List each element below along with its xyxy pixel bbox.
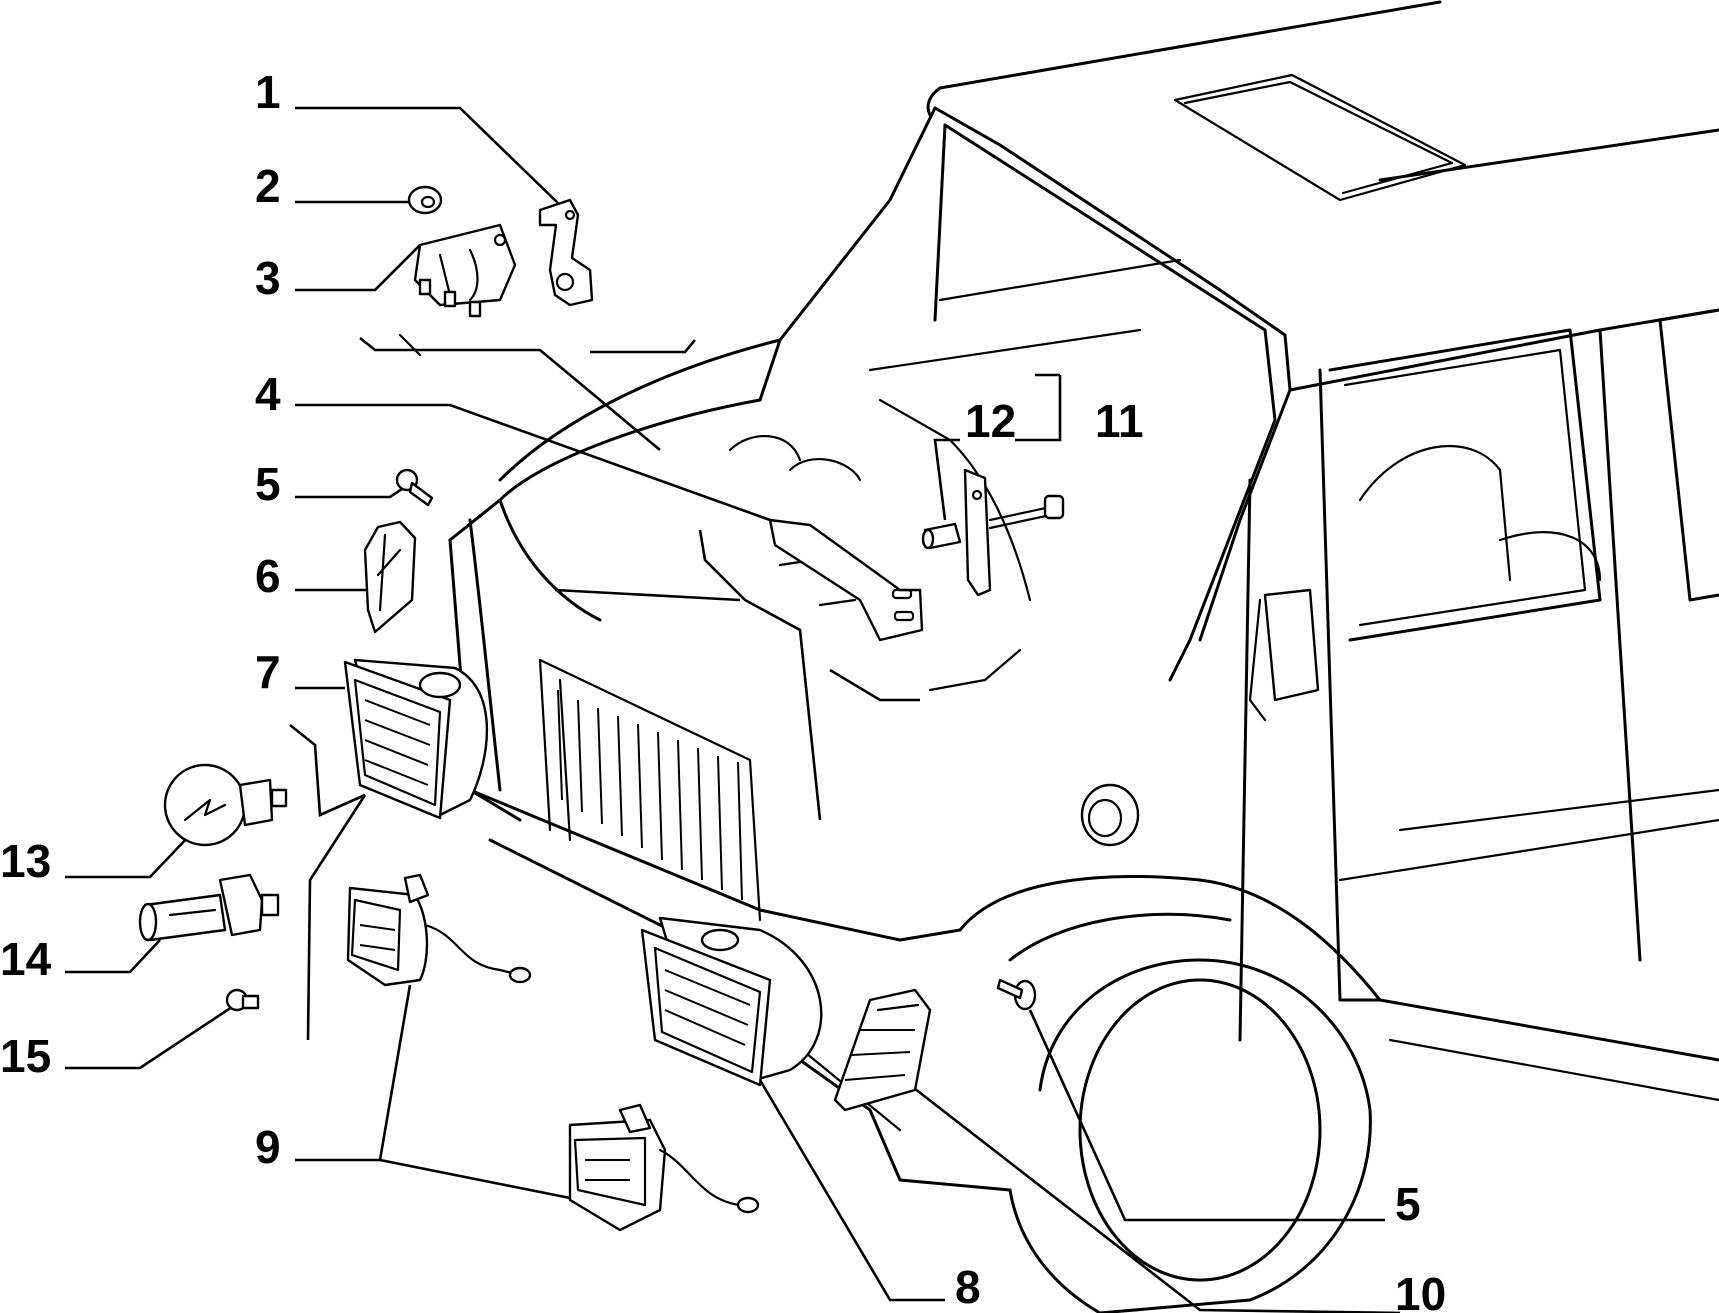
part-bulb-14	[138, 873, 280, 942]
callout-14: 14	[0, 933, 52, 985]
part-foglamp-9-upper	[346, 873, 532, 987]
part-bracket-1	[538, 198, 594, 307]
van-body-outline	[398, 0, 1719, 1313]
callout-4: 4	[255, 368, 281, 420]
part-bulb-13	[163, 763, 288, 847]
part-clip-6	[363, 520, 417, 634]
callout-1: 1	[255, 66, 281, 118]
part-headlamp-7	[343, 658, 489, 820]
part-bracket-11	[963, 468, 1065, 597]
callout-7: 7	[255, 646, 281, 698]
part-screw-5-right	[996, 978, 1037, 1011]
callout-12: 12	[965, 395, 1016, 447]
part-switch-3	[413, 223, 517, 318]
callout-6: 6	[255, 550, 281, 602]
callout-2: 2	[255, 160, 281, 212]
part-headlamp-8	[640, 916, 823, 1087]
callout-5-left: 5	[255, 458, 281, 510]
part-bulb-15	[225, 988, 260, 1012]
part-bracket-4	[768, 518, 924, 642]
part-indicator-10	[833, 988, 932, 1112]
part-nut-2	[407, 185, 443, 215]
part-nut-12	[921, 522, 962, 550]
callout-15: 15	[0, 1030, 51, 1082]
callout-9: 9	[255, 1121, 281, 1173]
callout-labels: 1 2 3 4 5 6 7 13 14 15 9 12 11 5 8 10	[0, 66, 1446, 1313]
callout-5-right: 5	[1395, 1178, 1421, 1230]
callout-3: 3	[255, 252, 281, 304]
part-foglamp-9-lower	[568, 1103, 760, 1232]
callout-11: 11	[1095, 395, 1144, 447]
part-screw-5-left	[395, 468, 434, 507]
callout-8: 8	[955, 1261, 981, 1313]
callout-10: 10	[1395, 1268, 1446, 1313]
callout-13: 13	[0, 835, 51, 887]
